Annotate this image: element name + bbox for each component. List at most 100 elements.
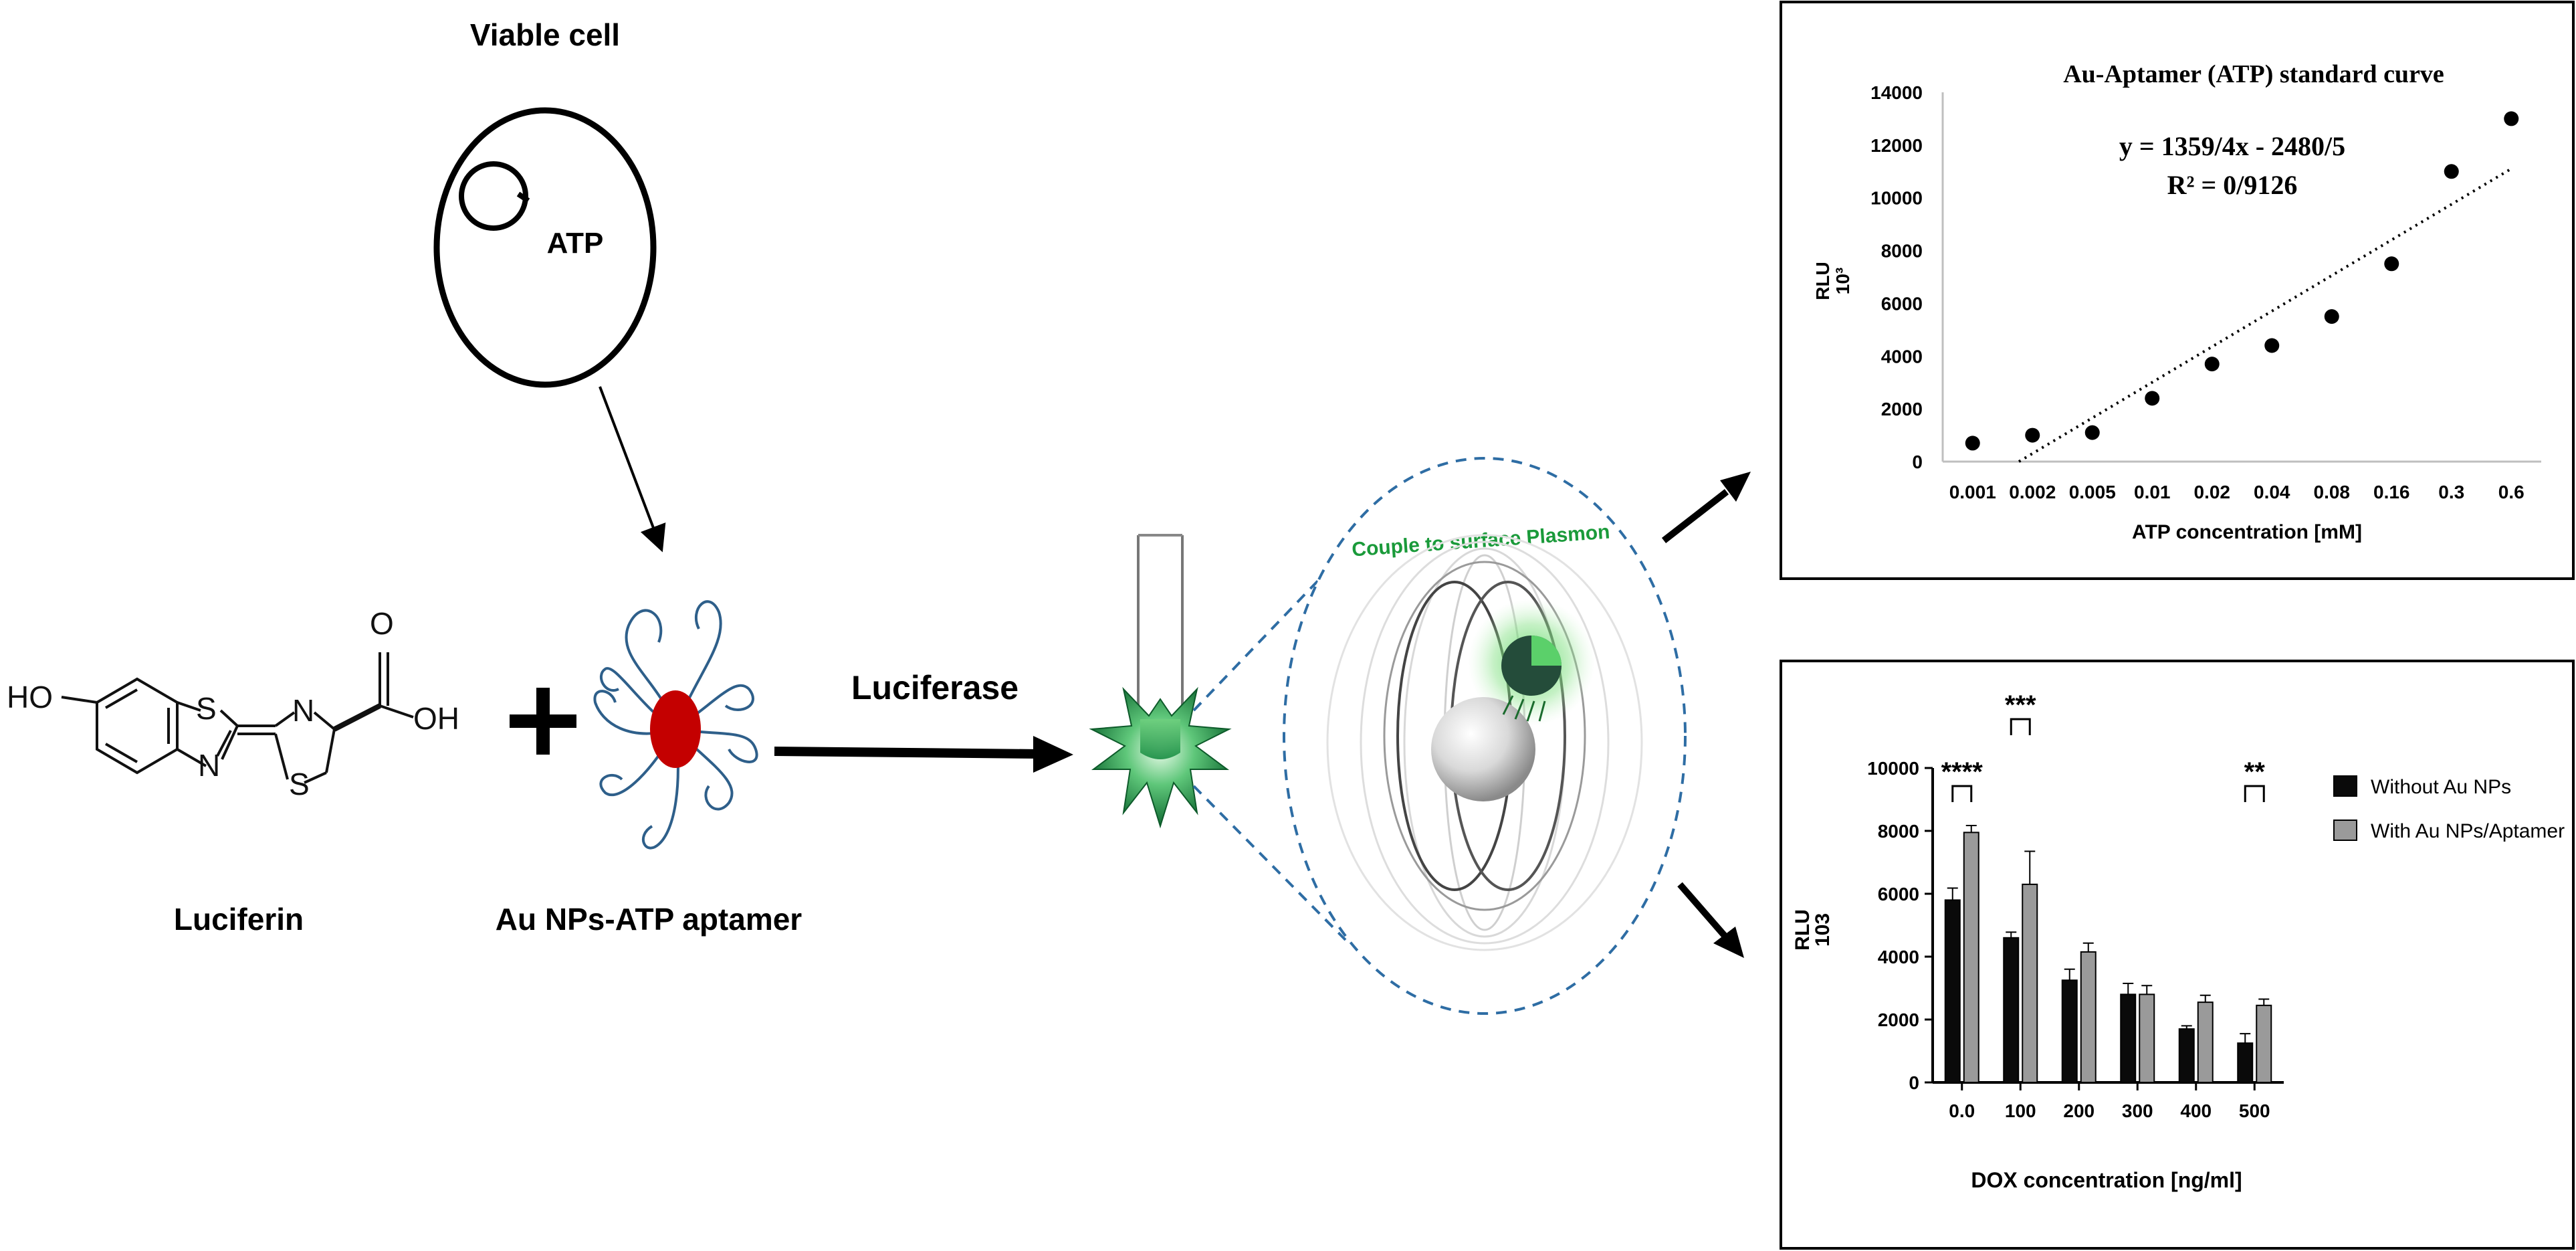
top-data-point [2145, 391, 2160, 406]
luciferin-structure [61, 652, 414, 784]
bottom-x-tick: 100 [2005, 1100, 2036, 1121]
coupling-arrows [1502, 695, 1546, 722]
top-x-tick: 0.01 [2134, 482, 2171, 502]
bar-without-au [2003, 937, 2020, 1084]
top-x-tick: 0.02 [2194, 482, 2231, 502]
legend-swatch-with [2333, 820, 2357, 841]
significance-bracket [2244, 785, 2265, 802]
bottom-chart-xlabel: DOX concentration [ng/ml] [1971, 1168, 2242, 1192]
bottom-chart-ylabel: RLU [1792, 909, 1814, 951]
top-chart-title: Au-Aptamer (ATP) standard curve [2063, 60, 2444, 88]
bar-with-au [2080, 951, 2097, 1083]
organelle-icon [459, 161, 528, 231]
mol-oh: OH [413, 701, 459, 736]
top-chart-ylabel: RLU [1812, 262, 1833, 300]
aptamer-label: Au NPs-ATP aptamer [496, 902, 802, 937]
significance-bracket [1951, 785, 1973, 802]
bar-without-au [1944, 899, 1961, 1084]
significance-label: ** [2244, 757, 2266, 787]
legend-swatch-without [2333, 775, 2357, 797]
top-chart-equation: y = 1359/4x - 2480/5 [2119, 131, 2345, 161]
mol-o: O [370, 606, 394, 641]
luciferase-arrow [774, 747, 1041, 759]
bottom-y-tick: 4000 [1878, 947, 1919, 967]
mol-ho: HO [7, 680, 53, 714]
gold-sphere-icon [1431, 697, 1535, 801]
bottom-y-tick: 2000 [1878, 1009, 1919, 1030]
luminescence-star-icon [1089, 686, 1232, 829]
top-y-tick: 14000 [1870, 82, 1923, 103]
bar-without-au [2178, 1028, 2195, 1083]
top-x-tick: 0.16 [2373, 482, 2410, 502]
top-y-tick: 4000 [1881, 346, 1923, 367]
top-data-point [2204, 357, 2220, 372]
top-data-point [2264, 338, 2280, 353]
top-chart-frame [1780, 1, 2575, 580]
arrow-to-top-chart [1661, 472, 1751, 543]
field-lines [1326, 534, 1643, 951]
top-x-tick: 0.002 [2009, 482, 2056, 502]
top-x-tick: 0.6 [2498, 482, 2525, 502]
top-y-tick: 0 [1912, 452, 1923, 472]
top-data-point [2324, 309, 2339, 324]
significance-label: **** [1941, 757, 1983, 787]
top-y-tick: 6000 [1881, 293, 1923, 314]
mol-n2: N [292, 693, 314, 728]
bar-with-au [1963, 832, 1979, 1083]
mol-n1: N [198, 748, 220, 783]
luciferase-label: Luciferase [851, 669, 1018, 706]
bottom-x-tick: 0.0 [1949, 1100, 1975, 1121]
bar-with-au [2139, 993, 2155, 1084]
bar-with-au [2197, 1001, 2214, 1084]
bar-without-au [2120, 993, 2137, 1084]
bottom-y-tick: 6000 [1878, 884, 1919, 904]
bar-without-au [2237, 1042, 2254, 1083]
bar-without-au [2061, 979, 2078, 1083]
top-data-point [2504, 111, 2519, 126]
luciferin-label: Luciferin [174, 902, 304, 937]
bar-with-au [2256, 1004, 2272, 1083]
top-data-point [2384, 256, 2399, 272]
top-x-tick: 0.001 [1949, 482, 1996, 502]
top-chart: Au-Aptamer (ATP) standard curve y = 1359… [1780, 1, 2575, 580]
mol-s2: S [289, 767, 310, 801]
mol-s1: S [196, 691, 217, 726]
significance-label: *** [2005, 690, 2036, 720]
legend-label-without: Without Au NPs [2371, 776, 2511, 798]
bottom-y-tick: 0 [1909, 1072, 1919, 1093]
top-data-point [2444, 164, 2459, 179]
bottom-chart: RLU 103 0 2000 4000 6000 8000 10000 0.0 100 200 3… [1780, 660, 2575, 1250]
top-x-tick: 0.04 [2254, 482, 2290, 502]
bottom-chart-frame [1780, 660, 2575, 1250]
viable-cell-label: Viable cell [470, 17, 620, 52]
top-trendline [2018, 167, 2512, 463]
top-y-tick: 12000 [1870, 135, 1923, 156]
top-data-point [1965, 436, 1980, 451]
bottom-x-tick: 400 [2180, 1100, 2212, 1121]
cell-to-aptamer-arrow [599, 386, 666, 553]
top-x-tick: 0.3 [2438, 482, 2464, 502]
atp-label: ATP [547, 227, 604, 260]
bottom-x-tick: 200 [2063, 1100, 2095, 1121]
bottom-y-tick: 10000 [1867, 758, 1919, 779]
cell-icon [433, 107, 657, 388]
bottom-x-tick: 300 [2122, 1100, 2153, 1121]
bottom-chart-ylabel-sub: 103 [1812, 913, 1834, 947]
top-chart-r2: R² = 0/9126 [2167, 170, 2298, 200]
top-x-tick: 0.005 [2069, 482, 2116, 502]
top-y-tick: 2000 [1881, 399, 1923, 419]
top-chart-ylabel-sub: 10³ [1832, 268, 1853, 294]
significance-bracket [2010, 718, 2031, 735]
bottom-x-tick: 500 [2239, 1100, 2270, 1121]
gold-nanoparticle [650, 690, 701, 768]
plus-icon [510, 688, 576, 755]
top-data-point [2025, 427, 2040, 443]
bottom-chart-legend: Without Au NPs With Au NPs/Aptamer [2333, 775, 2565, 842]
top-y-tick: 10000 [1870, 188, 1923, 209]
bottom-y-tick: 8000 [1878, 821, 1919, 842]
aptamer-strands [593, 600, 758, 850]
top-x-tick: 0.08 [2314, 482, 2351, 502]
arrow-to-bottom-chart [1677, 882, 1744, 958]
top-data-point [2084, 425, 2100, 440]
top-y-tick: 8000 [1881, 241, 1923, 262]
